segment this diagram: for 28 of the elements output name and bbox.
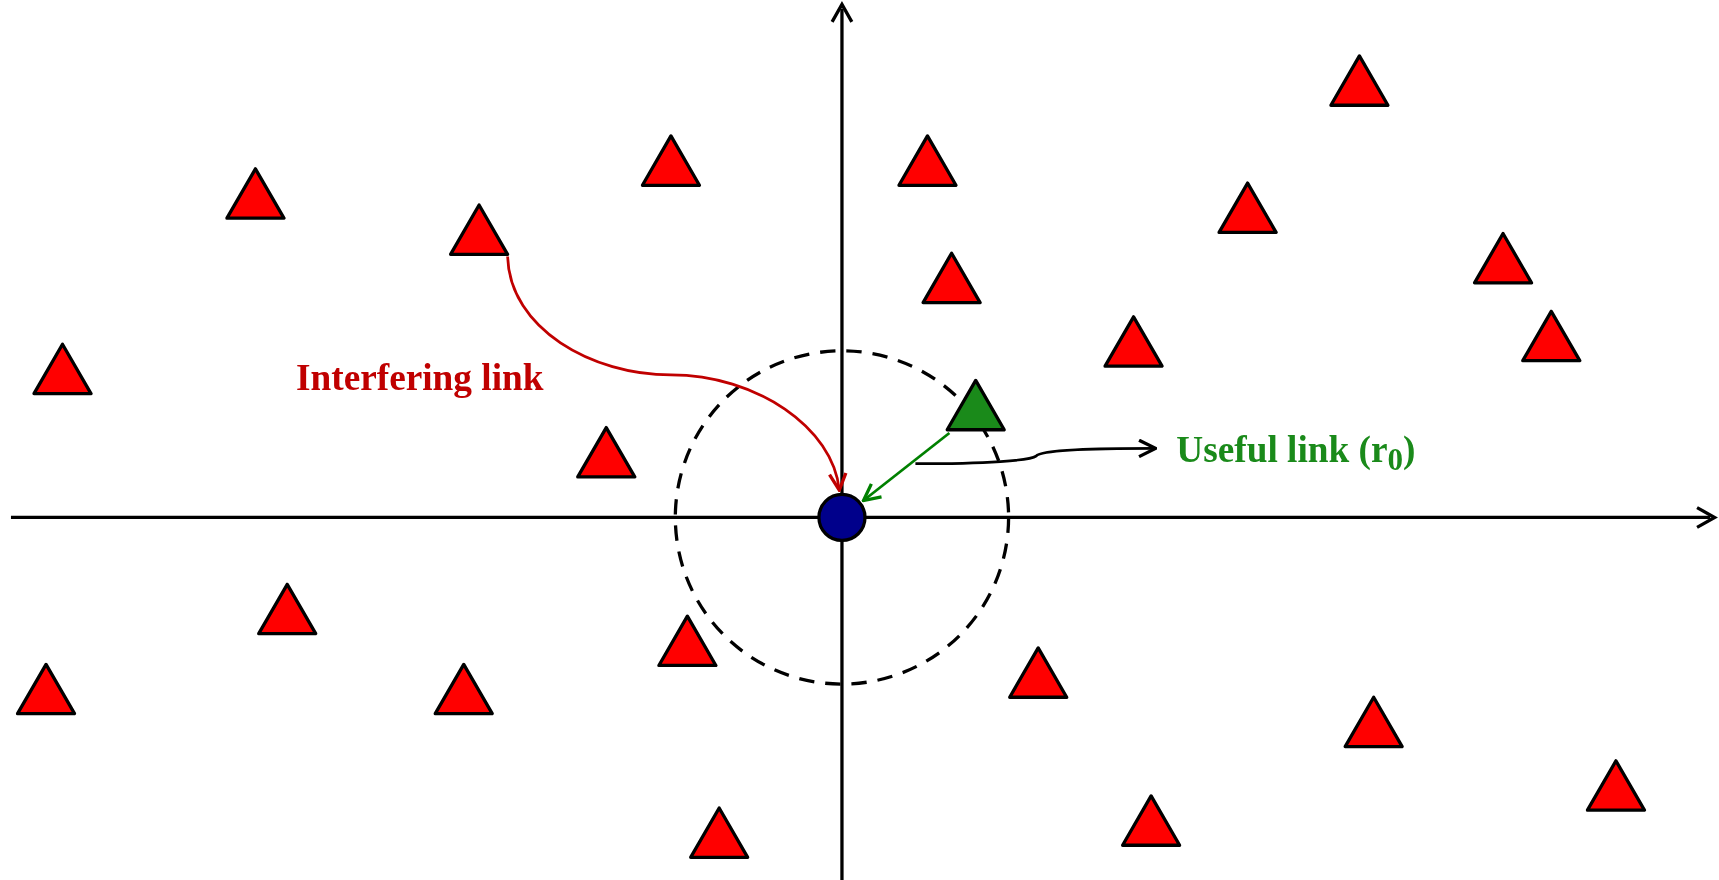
transmitter-triangle [896, 133, 959, 189]
transmitter-triangle [433, 662, 495, 717]
receiver-circle [816, 492, 868, 543]
transmitter-triangle [945, 378, 1007, 434]
transmitter-triangle [256, 582, 318, 637]
transmitter-triangle [15, 662, 77, 717]
transmitter-triangle [1216, 180, 1279, 236]
transmitter-triangle [1520, 309, 1582, 364]
transmitter-triangle [1342, 695, 1405, 750]
transmitter-triangle [1328, 53, 1391, 109]
transmitter-triangle [448, 202, 510, 258]
transmitter-triangle [1007, 645, 1069, 701]
edge-label: Interfering link [296, 359, 544, 397]
transmitter-triangle [640, 133, 702, 189]
link-label: Useful link (r$_{0}$) [1176, 430, 1416, 476]
leader-arrow [915, 438, 1158, 466]
transmitter-triangle [575, 425, 637, 481]
transmitter-triangle [656, 613, 719, 669]
transmitter-triangle [1120, 793, 1182, 849]
transmitter-triangle [1472, 231, 1534, 287]
link-arrow [506, 256, 846, 492]
link-arrow [861, 431, 951, 503]
transmitter-triangle [1102, 314, 1165, 370]
transmitter-triangle [31, 342, 94, 397]
transmitter-triangle [920, 251, 983, 306]
transmitter-triangle [688, 805, 750, 861]
transmitter-triangle [224, 166, 287, 222]
transmitter-triangle [1585, 758, 1647, 814]
